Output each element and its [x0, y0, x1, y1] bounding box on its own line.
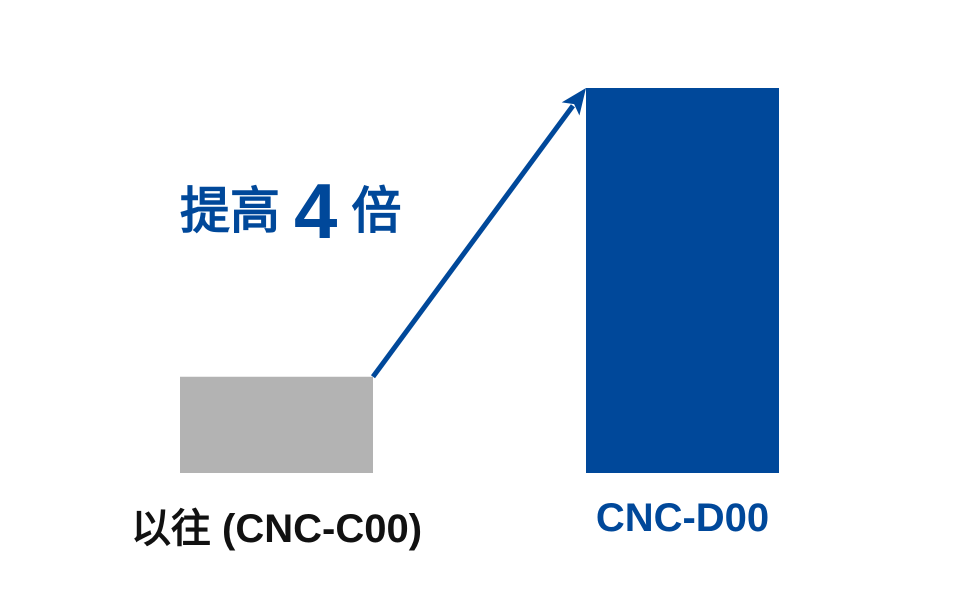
arrow-head-icon [561, 88, 586, 116]
bar-cnc-d00 [586, 88, 779, 473]
annotation-prefix: 提高 [180, 182, 280, 240]
annotation-number: 4 [294, 167, 338, 255]
category-label-cnc-d00: CNC-D00 [595, 496, 770, 540]
increase-arrow [370, 104, 575, 379]
increase-annotation: 提高 4 倍 [180, 167, 402, 255]
category-label-previous: 以往 (CNC-C00) [130, 507, 423, 551]
bar-previous-cnc-c00 [180, 376, 373, 473]
annotation-suffix: 倍 [351, 182, 402, 240]
